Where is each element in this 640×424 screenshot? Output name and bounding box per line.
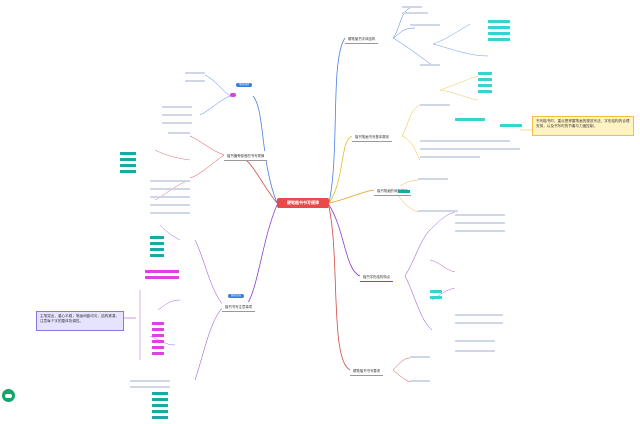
leaf-node[interactable] — [168, 132, 190, 134]
leaf-node[interactable] — [145, 270, 179, 273]
leaf-node[interactable] — [402, 6, 422, 8]
leaf-node[interactable] — [150, 188, 190, 190]
leaf-node[interactable] — [152, 416, 168, 419]
leaf-node[interactable] — [150, 212, 190, 214]
leaf-node[interactable] — [162, 122, 192, 124]
leaf-node[interactable] — [430, 296, 442, 299]
leaf-node[interactable] — [410, 380, 430, 382]
leaf-node[interactable] — [152, 322, 164, 325]
leaf-node[interactable] — [420, 156, 480, 158]
leaf-node[interactable] — [152, 352, 164, 355]
branch-node[interactable]: 楷书字形结构特点 — [360, 272, 394, 282]
leaf-node[interactable] — [152, 392, 168, 395]
leaf-node[interactable] — [150, 196, 190, 198]
leaf-node[interactable] — [488, 20, 510, 23]
leaf-node[interactable] — [152, 328, 164, 331]
leaf-node[interactable] — [455, 340, 495, 342]
leaf-node[interactable] — [455, 230, 505, 232]
leaf-node[interactable] — [185, 72, 205, 74]
root-node[interactable]: 硬笔楷书书写规律 — [277, 198, 329, 208]
branch-node[interactable]: 硬笔楷书字体结构 — [345, 34, 379, 44]
leaf-node[interactable] — [145, 276, 179, 279]
branch-node[interactable]: 楷书书写注意事项 — [222, 302, 256, 312]
leaf-node[interactable] — [455, 118, 485, 121]
leaf-node[interactable] — [152, 346, 164, 349]
leaf-node[interactable] — [130, 386, 170, 388]
branch-node[interactable]: 楷书笔画的间架规律 — [374, 186, 411, 196]
leaf-node[interactable] — [152, 334, 164, 337]
leaf-node[interactable] — [478, 72, 492, 75]
leaf-node[interactable] — [488, 26, 510, 29]
leaf-node[interactable] — [420, 64, 440, 66]
leaf-node[interactable] — [455, 314, 503, 316]
leaf-node[interactable] — [152, 404, 168, 407]
leaf-node[interactable] — [150, 242, 164, 245]
leaf-node[interactable] — [418, 210, 458, 212]
leaf-node[interactable] — [455, 222, 505, 224]
leaf-node[interactable] — [488, 32, 510, 35]
leaf-node[interactable] — [430, 290, 442, 293]
note-callout[interactable]: 书写楷书时，重点是掌握笔画的规范写法，字形结构的合理安排，以及书写时的节奏与力度… — [532, 116, 634, 136]
leaf-node[interactable] — [478, 78, 492, 81]
leaf-node[interactable] — [500, 124, 522, 127]
leaf-node[interactable] — [420, 148, 520, 150]
leaf-node[interactable] — [420, 104, 450, 106]
leaf-node[interactable] — [455, 214, 505, 216]
leaf-node[interactable] — [150, 204, 190, 206]
leaf-node[interactable] — [418, 178, 448, 180]
leaf-node[interactable] — [410, 356, 430, 358]
leaf-node[interactable] — [150, 248, 164, 251]
leaf-node[interactable] — [402, 12, 428, 14]
leaf-node[interactable] — [150, 236, 164, 239]
leaf-node[interactable] — [120, 170, 136, 173]
leaf-node[interactable] — [152, 398, 168, 401]
branch-node[interactable]: 楷书偏旁部首的书写规律 — [224, 151, 268, 161]
leaf-node[interactable] — [120, 152, 136, 155]
leaf-node[interactable] — [150, 254, 164, 257]
leaf-node[interactable] — [152, 340, 164, 343]
leaf-node[interactable] — [455, 350, 495, 352]
leaf-node[interactable] — [120, 164, 136, 167]
leaf-node[interactable] — [478, 90, 492, 93]
leaf-node[interactable] — [420, 140, 510, 142]
branch-node[interactable]: 楷书笔画书写基本原则 — [352, 132, 392, 142]
leaf-node[interactable] — [130, 380, 170, 382]
leaf-node[interactable] — [478, 84, 492, 87]
leaf-node[interactable] — [488, 38, 510, 41]
tag-pill[interactable]: 偏旁部首 — [228, 294, 245, 298]
leaf-node[interactable] — [162, 106, 192, 108]
tag-pill[interactable]: 笔画规律 — [236, 83, 253, 87]
note-callout[interactable]: 主笔突出，重心平稳，笔画间距均匀，结构紧凑，注意每个字的整体协调性。 — [36, 311, 124, 331]
leaf-node[interactable] — [185, 80, 205, 82]
chat-float-button[interactable] — [2, 389, 15, 402]
branch-node[interactable]: 硬笔楷书书写要求 — [350, 366, 384, 376]
leaf-node[interactable] — [152, 410, 168, 413]
leaf-node[interactable] — [120, 158, 136, 161]
chat-icon — [5, 393, 12, 398]
leaf-node[interactable] — [410, 24, 440, 26]
leaf-node[interactable] — [150, 180, 190, 182]
leaf-node[interactable] — [455, 322, 503, 324]
leaf-node[interactable] — [398, 190, 410, 193]
leaf-node[interactable] — [162, 114, 192, 116]
tag-pill[interactable] — [230, 93, 236, 97]
